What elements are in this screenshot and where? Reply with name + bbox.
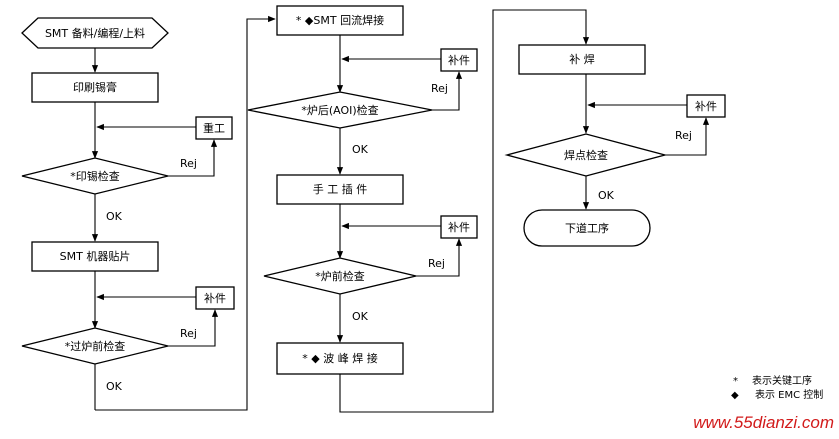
solder-joint-check-label: 焊点检查 [564, 148, 608, 162]
ok-label-4: OK [352, 310, 369, 323]
pre-oven-check-label: *过炉前检查 [65, 339, 126, 353]
arrow-pre-furnace-reject [416, 238, 463, 277]
legend-star-text: 表示关键工序 [752, 374, 812, 387]
manual-insertion-label: 手 工 插 件 [313, 182, 368, 196]
reject-label-1: Rej [180, 157, 197, 170]
legend-diamond-symbol: ◆ [731, 390, 739, 401]
reject-label-5: Rej [675, 129, 692, 142]
reject-label-3: Rej [431, 82, 448, 95]
rework-box [195, 116, 233, 140]
ok-label-5: OK [598, 189, 615, 202]
wave-soldering-label: * ◆ 波 峰 焊 接 [302, 351, 377, 365]
patch-label-2: 补件 [448, 54, 470, 67]
patch-label-4: 补件 [695, 100, 717, 113]
reject-label-2: Rej [180, 327, 197, 340]
patch-label-1: 补件 [204, 292, 226, 305]
legend-diamond-text: 表示 EMC 控制 [755, 388, 823, 401]
arrow-pre-oven-reject [168, 309, 219, 347]
ok-label-3: OK [352, 143, 369, 156]
patch-box-4 [686, 94, 726, 118]
print-check-label: *印锡检查 [70, 169, 120, 183]
watermark-text: www.55dianzi.com [693, 413, 834, 432]
aoi-check-label: *炉后(AOI)检查 [301, 103, 378, 117]
next-process-label: 下道工序 [565, 221, 609, 235]
reject-label-4: Rej [428, 257, 445, 270]
repair-soldering-box [518, 44, 646, 75]
start-label: SMT 备料/编程/上料 [45, 26, 145, 40]
arrow-aoi-reject [432, 71, 463, 111]
repair-soldering-label: 补 焊 [569, 52, 595, 66]
ok-label-1: OK [106, 210, 123, 223]
patch-box-3 [440, 215, 478, 239]
next-process-terminal [523, 209, 651, 247]
manual-insertion-box [276, 174, 404, 205]
reflow-soldering-box [276, 5, 404, 36]
patch-label-3: 补件 [448, 221, 470, 234]
pre-furnace-check-label: *炉前检查 [315, 269, 365, 283]
connector-col2-to-col3 [339, 9, 590, 413]
patch-box-1 [195, 286, 235, 310]
ok-label-2: OK [106, 380, 123, 393]
smt-placement-label: SMT 机器贴片 [60, 249, 131, 263]
arrow-solder-check-reject [665, 117, 710, 156]
patch-box-2 [440, 48, 478, 72]
legend-star-symbol: * [733, 376, 738, 387]
arrow-print-check-reject [168, 139, 218, 177]
rework-label: 重工 [203, 121, 225, 135]
connector-col1-to-col2 [95, 15, 276, 411]
print-solder-paste-label: 印刷锡膏 [73, 80, 117, 94]
start-hexagon [21, 17, 169, 49]
print-solder-paste-box [31, 72, 159, 103]
reflow-soldering-label: * ◆SMT 回流焊接 [296, 13, 384, 27]
